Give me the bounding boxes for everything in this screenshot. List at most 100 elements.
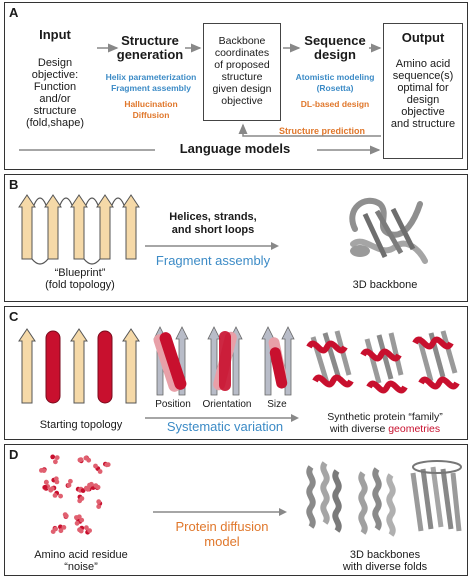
noise-residue — [93, 483, 101, 491]
noise-residue — [39, 467, 47, 473]
family-structure-2 — [360, 332, 408, 394]
strand-arrow-2 — [44, 194, 62, 260]
fold-beta-barrel — [410, 460, 462, 532]
output-line-3: optimal for — [397, 82, 449, 94]
loop-top-4 — [111, 197, 125, 206]
noise-residue — [74, 517, 85, 526]
input-line-4: and/or — [39, 93, 71, 105]
noise-residue — [96, 499, 103, 509]
noise-residue — [51, 476, 60, 485]
noise-residue — [42, 479, 49, 490]
label-size: Size — [267, 399, 287, 410]
output-line-6: and structure — [390, 118, 456, 130]
b-result-label: 3D backbone — [352, 279, 418, 291]
backbone-line-4: structure — [221, 71, 263, 83]
panel-a-letter: A — [9, 5, 19, 20]
c-method-systematic-variation: Systematic variation — [166, 419, 284, 434]
backbone-line-2: coordinates — [214, 47, 270, 59]
b-arrow-text-1: Helices, strands, — [169, 211, 257, 223]
output-line-1: Amino acid — [395, 58, 451, 70]
method-helix-parameterization: Helix parameterization — [105, 72, 197, 82]
seqdesign-title-1: Sequence — [304, 33, 366, 48]
input-line-5: structure — [33, 105, 77, 117]
noise-residue — [50, 525, 58, 534]
starting-topology-figure — [18, 328, 140, 404]
input-line-1: Design — [37, 57, 73, 69]
noise-residue — [80, 485, 91, 493]
blueprint-label-1: “Blueprint” — [54, 267, 106, 279]
c-strand-2 — [70, 328, 88, 404]
noise-residue — [48, 485, 57, 493]
loop-top-3 — [85, 197, 99, 206]
method-fragment-assembly: Fragment assembly — [111, 83, 191, 93]
method-atomistic-modeling: Atomistic modeling — [295, 72, 375, 82]
diverse-fold-backbones — [306, 460, 462, 537]
3d-backbone-structure — [349, 197, 428, 264]
c-strand-1 — [18, 328, 36, 404]
family-structure-1 — [306, 330, 354, 388]
output-line-4: design — [406, 94, 440, 106]
panel-c: C Starting topology Position Orientation… — [4, 306, 468, 440]
noise-residue — [83, 455, 92, 463]
c-result-line-2-prefix: with diverse — [329, 423, 389, 435]
input-line-2: objective: — [31, 69, 79, 81]
blueprint-topology-figure — [18, 194, 140, 265]
c-result-geometries-highlight: geometries — [388, 423, 441, 435]
c-helix-1 — [45, 330, 61, 404]
input-line-3: Function — [33, 81, 77, 93]
blueprint-label-2: (fold topology) — [45, 279, 115, 291]
panel-d: D Amino acid residue “noise” Protein dif… — [4, 444, 468, 576]
noise-label-1: Amino acid residue — [34, 549, 128, 561]
backbone-line-6: objective — [221, 95, 263, 107]
output-box: Output Amino acid sequence(s) optimal fo… — [383, 23, 463, 159]
noise-residue — [50, 454, 60, 465]
noise-residue — [84, 525, 92, 535]
noise-residue — [77, 457, 84, 464]
arrow-structure-prediction — [238, 123, 381, 137]
fold-helix-bundle-1 — [306, 461, 342, 533]
input-box: Input Design objective: Function and/or … — [17, 23, 93, 129]
noise-residue — [77, 525, 85, 534]
panel-d-letter: D — [9, 447, 19, 462]
b-main-arrow — [145, 242, 279, 250]
family-structure-3 — [412, 330, 460, 390]
label-position: Position — [155, 399, 191, 410]
backbone-line-3: of proposed — [214, 59, 270, 71]
method-rosetta: (Rosetta) — [316, 83, 354, 93]
strand-arrow-4 — [96, 194, 114, 260]
strand-arrow-1 — [18, 194, 36, 260]
loop-bottom-2 — [83, 258, 101, 265]
d-main-arrow — [153, 508, 287, 516]
method-diffusion: Diffusion — [132, 110, 170, 120]
panel-c-letter: C — [9, 309, 19, 324]
output-title: Output — [401, 30, 445, 45]
panel-b-letter: B — [9, 177, 19, 192]
starting-topology-label: Starting topology — [39, 419, 123, 431]
backbone-box: Backbone coordinates of proposed structu… — [203, 23, 281, 121]
noise-residue — [58, 524, 67, 534]
c-strand-3 — [122, 328, 140, 404]
method-hallucination: Hallucination — [124, 99, 178, 109]
panel-a-arrows — [19, 43, 382, 155]
method-dl-design: DL-based design — [300, 99, 370, 109]
b-method-fragment-assembly: Fragment assembly — [155, 253, 271, 268]
synthetic-protein-family-structures — [306, 330, 460, 394]
amino-acid-noise-cloud — [39, 454, 111, 535]
d-result-line-2: with diverse folds — [342, 561, 428, 573]
d-method-line-2: model — [204, 534, 240, 549]
loop-bottom-1 — [31, 258, 49, 265]
d-method-line-1: Protein diffusion — [175, 519, 269, 534]
language-models-label: Language models — [155, 142, 315, 155]
loop-top-2 — [59, 197, 73, 206]
strand-arrow-3 — [70, 194, 88, 260]
noise-label-2: “noise” — [64, 561, 98, 573]
structure-prediction-label: Structure prediction — [278, 126, 365, 136]
noise-residue — [103, 461, 111, 468]
backbone-line-5: given design — [212, 83, 272, 95]
c-helix-2 — [97, 330, 113, 404]
seqdesign-title-2: design — [314, 47, 356, 62]
c-main-arrow — [145, 414, 299, 422]
loop-top-1 — [33, 197, 47, 206]
noise-residue — [65, 478, 73, 488]
input-title: Input — [39, 27, 71, 42]
